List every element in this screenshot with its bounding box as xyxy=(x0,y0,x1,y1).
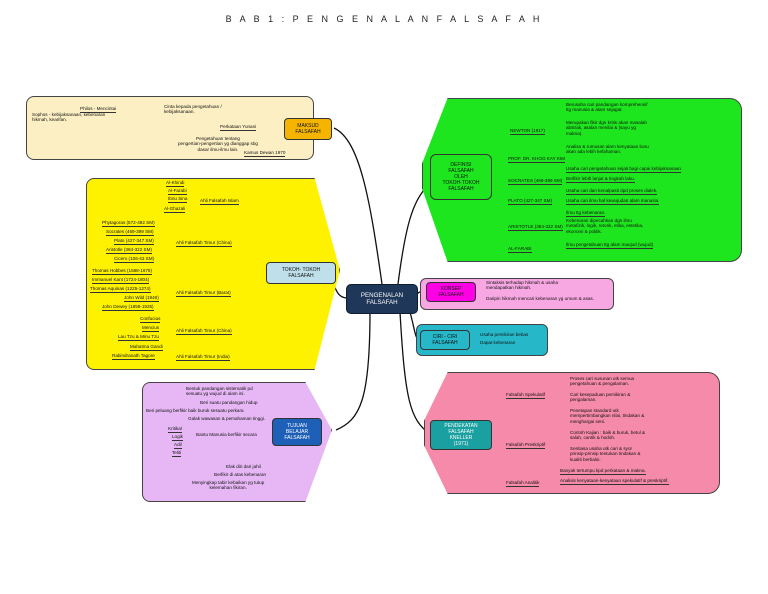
tokoh-timur1-1: Socrates (469-399 SM) xyxy=(106,229,154,236)
tokoh-china-0: Confucius xyxy=(140,316,161,323)
tujuan-node[interactable]: TUJUAN BELAJAR FALSAFAH xyxy=(272,418,322,446)
tujuan-item-5: Menyingkap tabir kebaikan yg tutup kelem… xyxy=(192,480,265,491)
pendekatan-1-item-2: Sentiasa usaha utk cari & syor prinsip-p… xyxy=(570,446,641,462)
tokoh-islam-1: Al-Farabi xyxy=(168,188,187,195)
tokoh-barat-1: Immanuel Kant (1724-1804) xyxy=(92,277,150,284)
konsep-item-0: Sintaksis terhadap hikmah & usaha mendap… xyxy=(486,280,559,291)
maksud-block xyxy=(26,96,314,160)
central-node[interactable]: PENGENALAN FALSAFAH xyxy=(346,284,418,314)
tujuan-berfikir-1: Logik xyxy=(172,434,183,441)
pendekatan-label-1: Falsafah Preskriptif xyxy=(506,442,546,449)
maksud-cinta: Cinta kepada pengetahuan / kebijaksanaan… xyxy=(164,104,222,115)
definisi-3-item-1: Usaha cari ilmu hal kewujudan alam manus… xyxy=(566,198,660,205)
maksud-yunani-label: Perkataan Yunani xyxy=(220,124,257,131)
pendekatan-label-2: Falsafah Analitik xyxy=(506,480,540,487)
pendekatan-0-item-1: Cari kesepaduan pemikiran & pengalaman. xyxy=(570,392,631,403)
tokoh-timur1-label: Ahli Falsafah Timur (China) xyxy=(176,240,232,247)
tokoh-islam-3: Al-Ghazali xyxy=(164,206,186,213)
maksud-philos: Philos - Mencintai xyxy=(80,106,117,113)
konsep-item-1: Daripin hikmah mencari kebenaran yg umum… xyxy=(486,296,595,301)
tokoh-barat-label: Ahli Falsafah Timur (Barat) xyxy=(176,290,231,297)
tokoh-barat-0: Thomas Hobbes (1588-1679) xyxy=(92,268,153,275)
tujuan-item-3: Galak wawasan & pemahaman tinggi. xyxy=(188,416,266,421)
tokoh-barat-4: John Dewey (1859-1925) xyxy=(102,304,154,311)
definisi-0-item-1: Merupakan fikir dgn kritis akan masalah … xyxy=(566,120,647,136)
tokoh-china-2: Lau Tzu & Minu Tzu xyxy=(118,334,159,341)
pendekatan-2-item-0: Banyak tertumpu kpd perkataan & makna. xyxy=(560,468,646,475)
definisi-label-4: ARISTOTLE (384-322 SM) xyxy=(508,224,563,231)
tokoh-timur1-3: Aristotle (384-322 SM) xyxy=(106,247,152,254)
tokoh-islam-0: Al-Khindi xyxy=(166,180,185,187)
definisi-4-item-1: Kebenaran dipecahkan dgn ilmu metafizik,… xyxy=(566,218,644,234)
tokoh-islam-label: Ahli Falsafah Islam xyxy=(200,198,239,205)
pendekatan-2-item-1: Analisis kenyataan-kenyataan spekulatif … xyxy=(560,478,669,485)
tokoh-india-0: Mahatma Gandi xyxy=(130,344,163,351)
definisi-0-item-0: Berusaha cari pandangan komprehensif ttg… xyxy=(566,102,648,113)
tokoh-islam-2: Ibnu Sina xyxy=(168,196,188,203)
branch-tujuan xyxy=(335,311,371,431)
tujuan-item-2: Beri peluang berfikir baik buruk sesuatu… xyxy=(146,408,244,413)
pendekatan-1-item-1: Contoh Kajian : baik & buruk, betul & sa… xyxy=(570,430,646,441)
definisi-2-item-1: Berfikir lebih lanjut & tingkah laku. xyxy=(566,176,635,183)
tujuan-item-6: Elak diri dari jahil xyxy=(226,464,261,469)
tokoh-india-label: Ahli Falsafah Timur (India) xyxy=(176,354,230,361)
definisi-node[interactable]: DEFINISI FALSAFAH OLEH TOKOH-TOKOH FALSA… xyxy=(430,154,492,200)
tokoh-timur1-4: Cicero (106-43 SM) xyxy=(114,256,155,263)
ciri-item-1: Dapat kebenaran xyxy=(480,340,516,345)
definisi-5-item-0: Ilmu pengetahuan ttg alam maujud (wujud) xyxy=(566,242,654,249)
definisi-3-item-0: Usaha cari dan kenalpasti dpd proses dia… xyxy=(566,188,658,195)
tokoh-node[interactable]: TOKOH- TOKOH FALSAFAH xyxy=(266,262,336,284)
maksud-node[interactable]: MAKSUD FALSAFAH xyxy=(284,118,332,140)
ciri-node[interactable]: CIRI - CIRI FALSAFAH xyxy=(420,330,470,350)
definisi-4-item-0: Ilmu ttg kebenaran. xyxy=(566,210,606,217)
branch-maksud xyxy=(333,127,383,285)
tujuan-item-0: Bentuk pandangan sistematik pd sesuatu y… xyxy=(186,386,253,397)
maksud-pengetahuan: Pengetahuan tentang pengertian-pengertia… xyxy=(178,136,258,152)
tujuan-berfikir-label: Bantu Manusia berfikir secara xyxy=(196,432,257,437)
tokoh-china-1: Mencius xyxy=(142,325,160,332)
definisi-label-2: SOCRATES (469-399 SM) xyxy=(508,178,563,185)
definisi-label-1: PROF. DR. KHOO KAY KIM xyxy=(508,156,566,163)
ciri-item-0: Usaha pemikiran bebas xyxy=(480,332,529,337)
page-title: B A B 1 : P E N G E N A L A N F A L S A … xyxy=(225,14,543,24)
tujuan-berfikir-0: Kritikal xyxy=(168,426,182,433)
definisi-label-0: NEWTON (1917) xyxy=(510,128,545,135)
maksud-kamus: Kamus Dewan 1970 xyxy=(244,150,286,157)
tokoh-barat-2: Thomas Aquinas (1225-1274) xyxy=(90,286,151,293)
tokoh-china-label: Ahli Falsafah Timur (China) xyxy=(176,328,232,335)
definisi-2-item-0: Usaha cari pengetahuan sejati bagi capai… xyxy=(566,166,681,173)
pendekatan-node[interactable]: PENDEKATAN FALSAFAH KNELLER (1971) xyxy=(430,420,492,450)
definisi-label-3: PLATO (427-347 SM) xyxy=(508,198,552,205)
pendekatan-label-0: Falsafah Spekulatif xyxy=(506,392,546,399)
tokoh-timur1-2: Plato (427-347 SM) xyxy=(114,238,154,245)
konsep-node[interactable]: KONSEP FALSAFAH xyxy=(426,282,476,302)
tokoh-barat-3: John Wild (1948) xyxy=(124,295,159,302)
pendekatan-1-item-0: Penetapan standard utk mempertimbangkan … xyxy=(570,408,645,424)
definisi-1-item-0: Analisa & rumusan alam kenyataan baru ak… xyxy=(566,144,649,155)
tujuan-item-1: Beri suatu pandangan hidup xyxy=(200,400,258,405)
branch-pendekatan xyxy=(399,311,431,435)
branch-definisi xyxy=(397,185,429,285)
tokoh-timur1-0: Phytagoras (572-492 SM) xyxy=(102,220,155,227)
tujuan-berfikir-2: Adil xyxy=(174,442,182,449)
maksud-sophos: Sophos - kebijaksanaan, kebenaran hikmah… xyxy=(32,112,106,123)
tujuan-item-4: Berfikir di atas kebenaran xyxy=(214,472,267,477)
pendekatan-0-item-0: Proses cari susunan utk semua pengetahua… xyxy=(570,376,635,387)
tujuan-berfikir-3: Teliti xyxy=(172,450,182,457)
tokoh-india-1: Rabindranath Tagore xyxy=(112,353,155,360)
definisi-label-5: AL-FARABI xyxy=(508,246,532,253)
